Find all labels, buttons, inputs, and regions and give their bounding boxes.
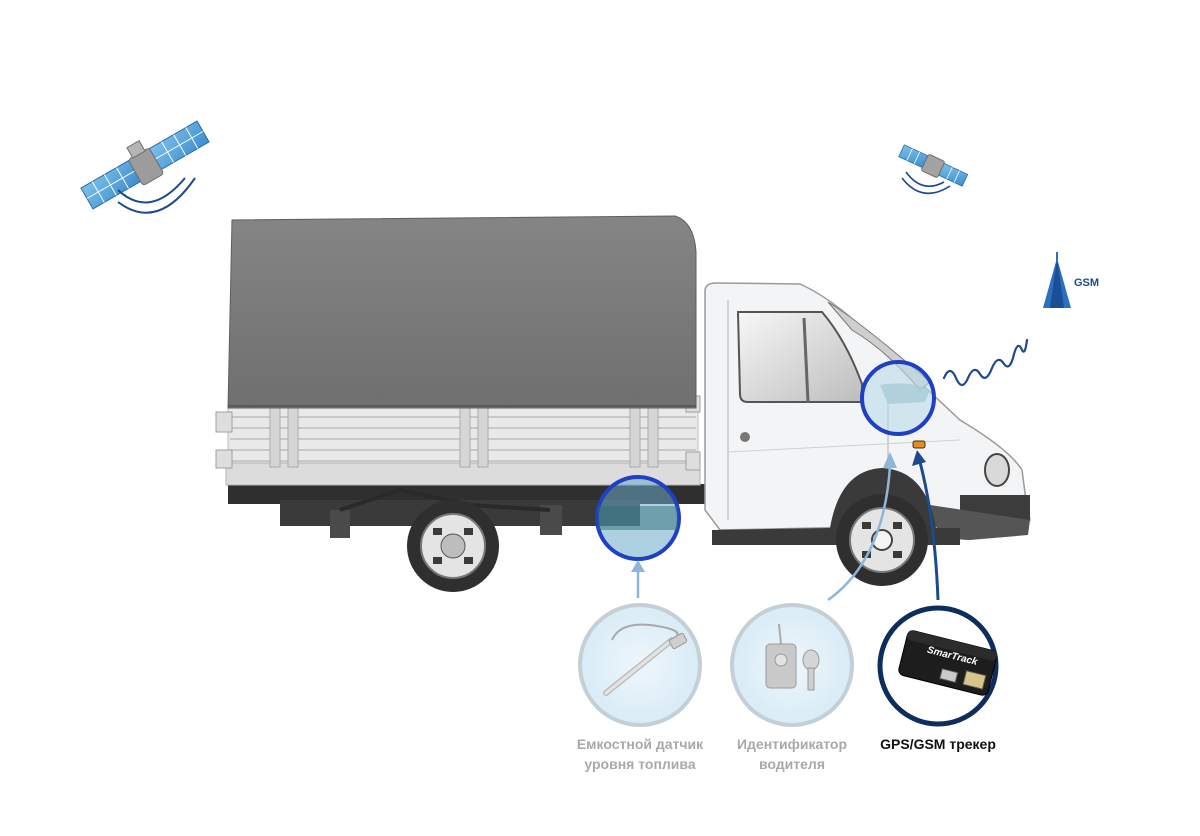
gsm-signal-wave <box>942 338 1029 387</box>
arrow-driver-id <box>827 452 897 602</box>
fuel-sensor-label-line1: Емкостной датчик <box>576 736 704 752</box>
driver-id-label-line2: водителя <box>759 756 825 772</box>
driver-id-icon <box>730 603 854 727</box>
tracker-label-line1: GPS/GSM трекер <box>880 736 996 752</box>
driver-id-label: Идентификатор водителя <box>722 734 862 774</box>
tracker-label: GPS/GSM трекер <box>868 734 1008 754</box>
tracker-device-icon: SmarTrack <box>877 605 999 727</box>
fuel-tank-highlight <box>595 475 681 561</box>
fuel-sensor-icon <box>578 603 702 727</box>
gsm-tower-icon <box>1043 252 1071 308</box>
tracker-location-highlight <box>860 360 936 436</box>
fuel-sensor-label-line2: уровня топлива <box>584 756 696 772</box>
satellite-right-icon <box>898 144 969 195</box>
driver-id-label-line1: Идентификатор <box>736 736 848 752</box>
arrow-fuel-sensor <box>631 560 645 598</box>
rear-wheel <box>407 500 499 592</box>
fuel-sensor-label: Емкостной датчик уровня топлива <box>560 734 720 774</box>
front-wheel <box>836 494 928 586</box>
satellite-left-icon <box>80 120 210 214</box>
arrow-tracker <box>912 450 940 601</box>
gsm-label: GSM <box>1074 277 1099 289</box>
